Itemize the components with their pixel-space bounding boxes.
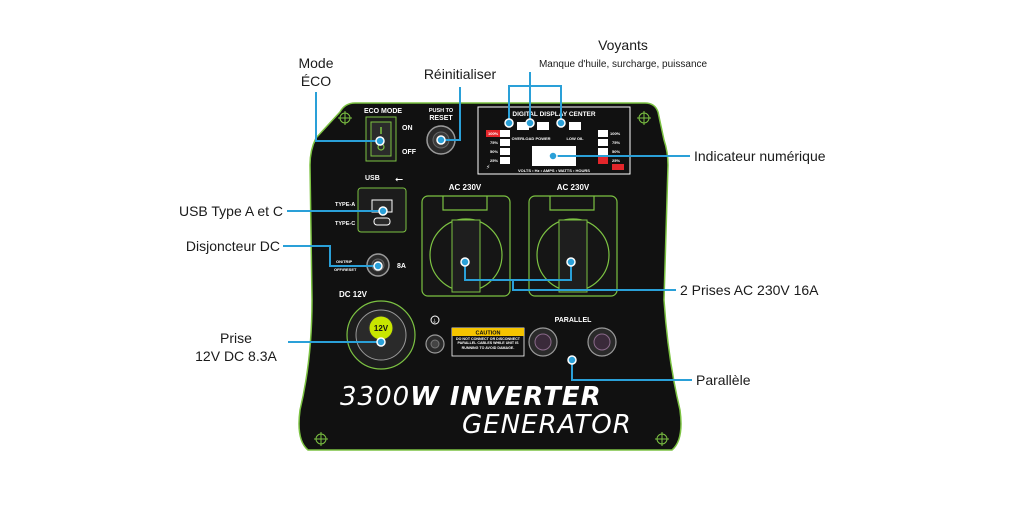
- reset-label: RESET: [429, 115, 453, 122]
- svg-text:50%: 50%: [612, 149, 620, 154]
- dc-12v-socket[interactable]: DC 12V 12V: [339, 290, 416, 370]
- callout-reset: Réinitialiser: [424, 66, 497, 82]
- breaker-reset-label: OFF/RESET: [334, 267, 357, 272]
- socket-12v-label: 12V: [374, 324, 389, 333]
- dc12-title: DC 12V: [339, 290, 368, 299]
- left-level-bar: 100% 75% 50% 25% ⚡: [486, 130, 510, 171]
- brand-generator: GENERATOR: [462, 410, 632, 440]
- svg-text:75%: 75%: [612, 140, 620, 145]
- power-led: [537, 122, 549, 130]
- caution-label: CAUTION DO NOT CONNECT OR DISCONNECT PAR…: [451, 327, 525, 357]
- corner-screws: [314, 111, 669, 446]
- parallel-ports[interactable]: PARALLEL: [528, 317, 617, 357]
- breaker-amps: 8A: [397, 263, 406, 270]
- callout-indicators-sub: Manque d'huile, surcharge, puissance: [539, 59, 708, 70]
- svg-text:50%: 50%: [490, 149, 498, 154]
- svg-text:25%: 25%: [612, 158, 620, 163]
- callout-dc-breaker: Disjoncteur DC: [186, 238, 280, 254]
- caution-body: DO NOT CONNECT OR DISCONNECT PARALLEL CA…: [456, 337, 520, 350]
- callout-parallel: Parallèle: [696, 372, 751, 388]
- eco-mode-switch[interactable]: ECO MODE ON OFF: [364, 108, 417, 162]
- svg-text:75%: 75%: [490, 140, 498, 145]
- led-low-oil-label: LOW OIL: [566, 136, 584, 141]
- display-title: DIGITAL DISPLAY CENTER: [512, 111, 595, 118]
- callout-dc-socket-2: 12V DC 8.3A: [195, 348, 277, 364]
- ac-outlet-2[interactable]: AC 230V: [528, 183, 618, 297]
- callout-eco-mode-1: Mode: [298, 55, 333, 71]
- callout-dc-socket-1: Prise: [220, 330, 252, 346]
- warning-icon: [612, 164, 624, 170]
- ground-terminal[interactable]: ⏚: [425, 315, 445, 354]
- type-c-label: TYPE-C: [335, 221, 355, 227]
- push-to-label: PUSH TO: [429, 108, 454, 114]
- breaker-on-label: ON/TRIP: [336, 259, 353, 264]
- svg-text:25%: 25%: [490, 158, 498, 163]
- callout-digital: Indicateur numérique: [694, 148, 826, 164]
- fuel-icon: ⚡: [486, 164, 490, 171]
- callout-usb: USB Type A et C: [179, 203, 283, 219]
- callout-indicators-title: Voyants: [598, 37, 648, 53]
- brand-number: 3300: [340, 382, 410, 412]
- svg-text:100%: 100%: [610, 131, 621, 136]
- callout-eco-mode-2: ÉCO: [301, 73, 331, 89]
- brand-wordmark: 3300W INVERTER GENERATOR: [340, 382, 632, 440]
- eco-on-label: ON: [402, 125, 413, 132]
- digital-display-center: DIGITAL DISPLAY CENTER OVERLOAD POWER LO…: [477, 106, 631, 175]
- usb-icon: ⭠: [395, 174, 403, 185]
- ac2-label: AC 230V: [557, 183, 590, 192]
- caution-title: CAUTION: [475, 331, 500, 337]
- ground-icon: ⏚: [432, 318, 437, 325]
- svg-text:100%: 100%: [488, 131, 499, 136]
- ac1-label: AC 230V: [449, 183, 482, 192]
- parallel-title: PARALLEL: [555, 317, 593, 324]
- units-label: VOLTS • Hz • AMPS • WATTS • HOURS: [518, 168, 590, 173]
- callout-labels: Mode ÉCO Réinitialiser Voyants Manque d'…: [179, 37, 826, 388]
- eco-mode-title: ECO MODE: [364, 108, 402, 115]
- eco-off-label: OFF: [402, 149, 417, 156]
- callout-ac-outlets: 2 Prises AC 230V 16A: [680, 282, 819, 298]
- leader-lines: [283, 72, 692, 381]
- svg-text:3300W INVERTER: 3300W INVERTER: [340, 382, 602, 412]
- low-oil-led: [569, 122, 581, 130]
- usb-title: USB: [365, 175, 380, 182]
- brand-inverter: W INVERTER: [410, 382, 601, 412]
- overload-led: [517, 122, 529, 130]
- type-a-label: TYPE-A: [335, 202, 355, 208]
- usb-c-port[interactable]: [373, 217, 391, 226]
- right-level-bar: 100% 75% 50% 25%: [598, 130, 624, 170]
- reset-button[interactable]: PUSH TO RESET: [426, 108, 456, 155]
- led-overload-label: OVERLOAD: [512, 136, 535, 141]
- led-power-label: POWER: [535, 136, 550, 141]
